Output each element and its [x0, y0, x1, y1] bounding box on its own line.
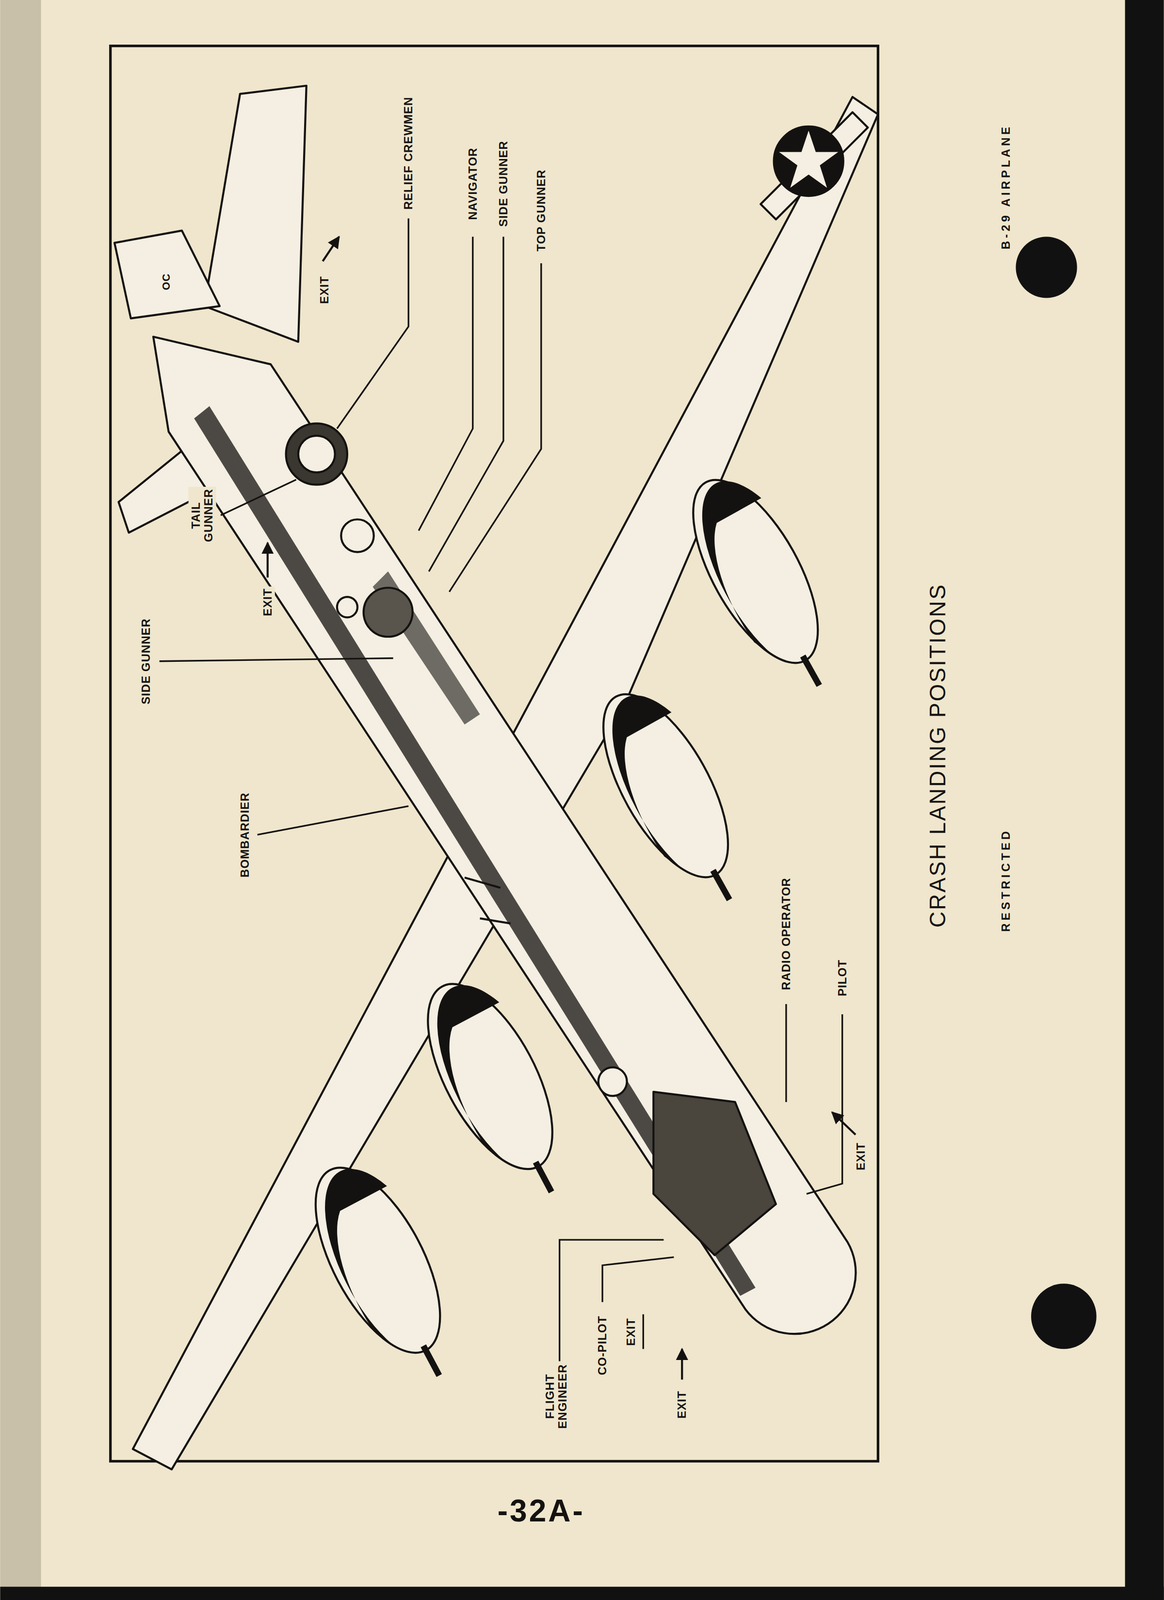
- label-holder: PILOT: [835, 957, 850, 999]
- label-holder: SIDE GUNNER: [138, 616, 154, 707]
- punch-hole: [1015, 236, 1077, 298]
- label-holder: TAIL GUNNER: [188, 486, 216, 545]
- crew-label: -32A-: [495, 1493, 587, 1530]
- label-holder: TOP GUNNER: [533, 167, 549, 254]
- label-holder: OC: [160, 272, 173, 292]
- crew-label: TAIL GUNNER: [188, 486, 216, 545]
- crew-label: TOP GUNNER: [533, 167, 549, 254]
- airplane: [114, 85, 878, 1471]
- exit-arrows: [267, 236, 856, 1380]
- label-holder: B-29 AIRPLANE: [998, 122, 1013, 252]
- label-holder: RESTRICTED: [998, 826, 1013, 934]
- crew-label: SIDE GUNNER: [138, 616, 154, 707]
- crew-label: RESTRICTED: [998, 826, 1013, 934]
- label-holder: EXIT: [623, 1316, 639, 1349]
- crew-label: RELIEF CREWMEN: [401, 94, 416, 212]
- label-holder: EXIT: [674, 1389, 690, 1421]
- label-holder: -32A-: [495, 1493, 587, 1530]
- label-holder: RADIO OPERATOR: [778, 875, 794, 993]
- crew-label: PILOT: [835, 957, 850, 999]
- punch-hole: [1031, 1284, 1097, 1350]
- label-holder: SIDE GUNNER: [496, 138, 511, 229]
- label-holder: EXIT: [259, 586, 275, 618]
- label-holder: FLIGHT ENGINEER: [542, 1362, 571, 1431]
- crew-label: FLIGHT ENGINEER: [542, 1362, 571, 1431]
- crew-label: EXIT: [317, 274, 332, 306]
- crew-label: OC: [160, 272, 173, 292]
- crew-label: RADIO OPERATOR: [778, 875, 794, 993]
- frame: [110, 46, 879, 1462]
- crew-label: CO-PILOT: [595, 1313, 610, 1378]
- crew-label: NAVIGATOR: [465, 145, 481, 222]
- label-holder: EXIT: [853, 1141, 869, 1173]
- crew-label: B-29 AIRPLANE: [998, 122, 1013, 252]
- label-holder: NAVIGATOR: [465, 145, 481, 222]
- caption: CRASH LANDING POSITIONS: [923, 581, 951, 931]
- crew-label: EXIT: [259, 586, 275, 618]
- label-holder: RELIEF CREWMEN: [401, 94, 416, 212]
- label-holder: BOMBARDIER: [237, 790, 253, 880]
- scan-edge: [1125, 0, 1164, 1600]
- label-holder: CRASH LANDING POSITIONS: [923, 581, 951, 931]
- scan-edge: [0, 1587, 1164, 1600]
- crew-label: EXIT: [674, 1389, 690, 1421]
- crew-label: BOMBARDIER: [237, 790, 253, 880]
- crew-label: EXIT: [623, 1316, 639, 1349]
- label-holder: EXIT: [317, 274, 332, 306]
- leader-lines: [159, 218, 843, 1362]
- crew-label: SIDE GUNNER: [496, 138, 511, 229]
- label-holder: CO-PILOT: [595, 1313, 610, 1378]
- crew-label: EXIT: [853, 1141, 869, 1173]
- scan-edge: [0, 0, 41, 1600]
